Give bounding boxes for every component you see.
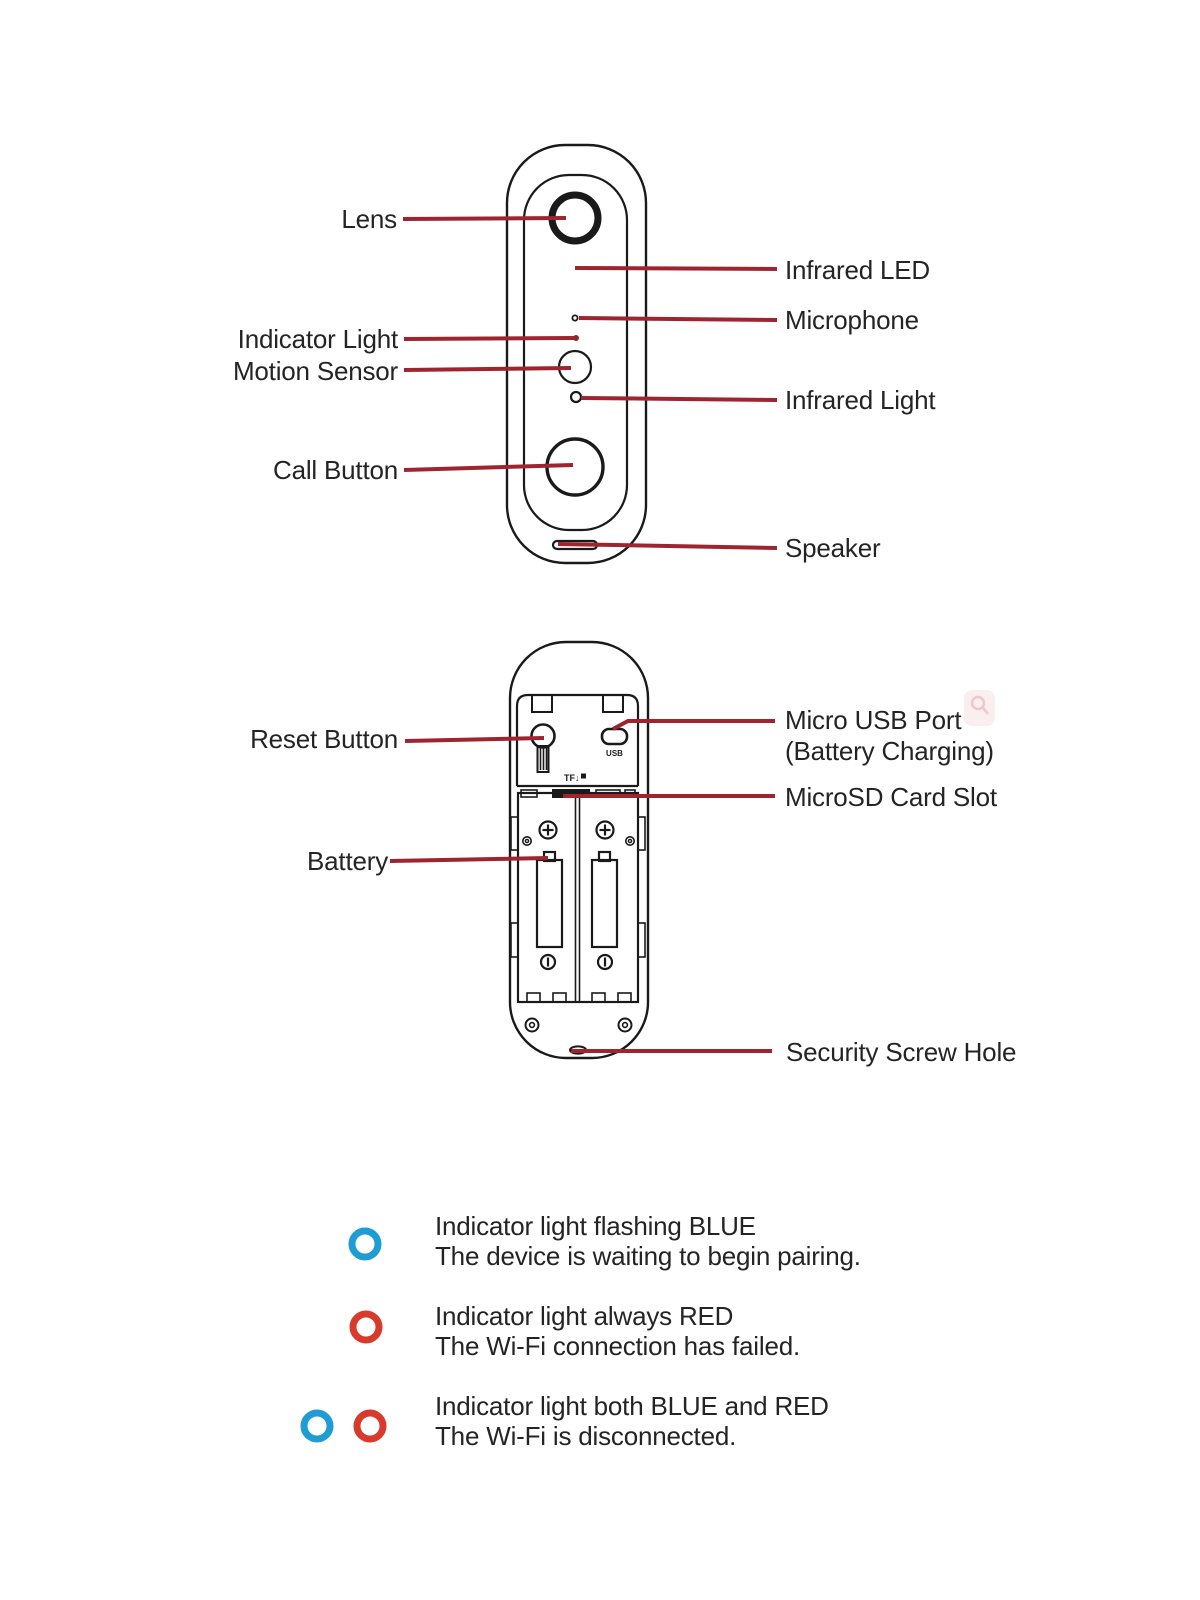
infrared-light-hole <box>569 390 583 404</box>
legend-red-ring-1 <box>349 1310 383 1344</box>
panel-notch-right <box>602 694 624 713</box>
panel-notch-left <box>531 694 553 713</box>
search-icon <box>964 690 995 726</box>
back-body-outline <box>508 640 650 1060</box>
label-speaker: Speaker <box>785 533 881 563</box>
legend-blue-red-title: Indicator light both BLUE and RED <box>435 1391 829 1421</box>
microphone-hole <box>571 314 579 322</box>
leader-lens <box>402 216 567 221</box>
leader-micro-usb <box>612 719 775 731</box>
legend-blue-title: Indicator light flashing BLUE <box>435 1211 756 1241</box>
legend-blue-red-desc: The Wi-Fi is disconnected. <box>435 1421 737 1451</box>
legend-row-blue: Indicator light flashing BLUE The device… <box>435 1211 861 1271</box>
label-infrared-light: Infrared Light <box>785 385 936 415</box>
label-call-button: Call Button <box>273 455 398 485</box>
leader-speaker <box>557 542 778 550</box>
tf-engraving: TF↓ <box>564 773 580 783</box>
usb-engraving: USB <box>606 749 623 758</box>
label-lens: Lens <box>341 204 397 234</box>
leader-microphone <box>578 316 778 322</box>
battery-slot-right <box>590 850 619 949</box>
indicator-light-dot <box>573 335 579 341</box>
front-faceplate-outline <box>522 173 629 532</box>
legend-blue-desc: The device is waiting to begin pairing. <box>435 1241 861 1271</box>
side-screw-right <box>624 835 635 846</box>
back-device: USB TF↓ <box>508 640 650 1060</box>
legend-blue-ring-2 <box>300 1409 334 1443</box>
leader-battery <box>389 856 549 863</box>
leader-lines <box>389 216 778 1053</box>
battery-terminal-right <box>596 953 614 971</box>
legend-rings <box>300 1227 387 1443</box>
front-device <box>505 143 648 565</box>
battery-terminal-left <box>539 953 557 971</box>
battery-compartment <box>510 791 646 1004</box>
label-battery: Battery <box>307 846 388 876</box>
side-screw-left <box>521 835 532 846</box>
legend-red-ring-2 <box>353 1409 387 1443</box>
label-micro-usb-line2: (Battery Charging) <box>785 736 994 766</box>
leader-reset-button <box>404 736 545 743</box>
label-indicator-light: Indicator Light <box>237 324 399 354</box>
legend-row-blue-red: Indicator light both BLUE and RED The Wi… <box>435 1391 829 1451</box>
plus-screw-left <box>538 820 558 840</box>
legend-red-desc: The Wi-Fi connection has failed. <box>435 1331 800 1361</box>
label-motion-sensor: Motion Sensor <box>232 356 398 386</box>
bottom-screw-left <box>524 1017 540 1033</box>
battery-slot-left <box>535 850 564 949</box>
legend-row-red: Indicator light always RED The Wi-Fi con… <box>435 1301 800 1361</box>
leader-infrared-light <box>580 396 778 402</box>
leader-motion-sensor <box>403 366 572 372</box>
leader-call-button <box>403 463 574 472</box>
label-reset-button: Reset Button <box>250 724 398 754</box>
label-infrared-led: Infrared LED <box>785 255 931 285</box>
legend-red-title: Indicator light always RED <box>435 1301 734 1331</box>
reset-button <box>530 723 556 773</box>
legend-blue-ring-1 <box>348 1227 382 1261</box>
label-microphone: Microphone <box>785 305 919 335</box>
label-microsd-card-slot: MicroSD Card Slot <box>785 782 997 812</box>
back-panel-outline <box>515 693 640 786</box>
leader-infrared-led <box>574 266 778 271</box>
plus-screw-right <box>595 820 615 840</box>
bottom-screw-right <box>617 1017 633 1033</box>
label-micro-usb-line1: Micro USB Port <box>785 705 962 735</box>
label-security-screw-hole: Security Screw Hole <box>786 1037 1017 1067</box>
leader-indicator-light <box>403 336 575 341</box>
front-body-outline <box>505 143 648 565</box>
label-micro-usb-port: Micro USB Port (Battery Charging) <box>785 705 994 767</box>
micro-usb-port: USB <box>600 727 629 758</box>
